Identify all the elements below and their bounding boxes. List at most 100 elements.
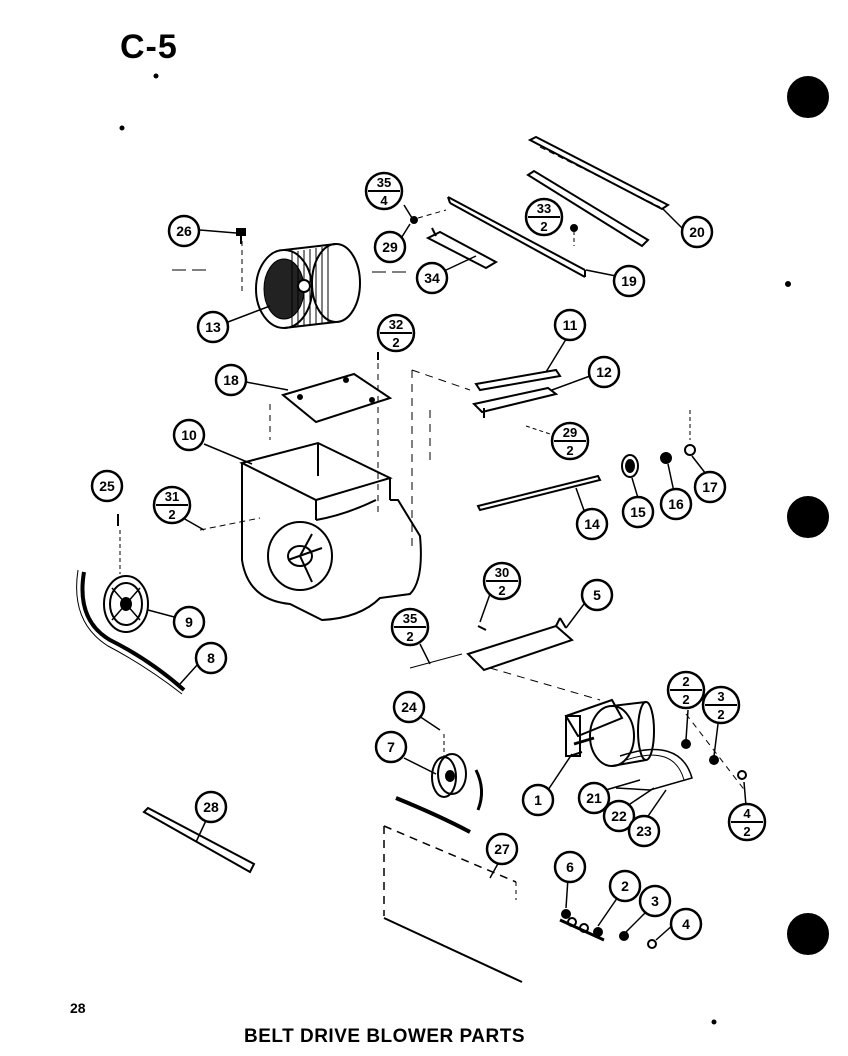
- motor-pulley-part-7: [395, 734, 483, 834]
- fraction-denominator: 4: [380, 193, 388, 208]
- callout-15: 15: [621, 495, 655, 529]
- screw-part-35-4: [403, 204, 447, 224]
- callout-24: 24: [392, 690, 426, 724]
- panel-part-27: [383, 825, 523, 983]
- callout-number: 23: [636, 823, 652, 839]
- fraction-numerator: 3: [717, 689, 724, 704]
- motor-part-1: [564, 698, 747, 793]
- callout-34: 34: [415, 261, 449, 295]
- fraction-numerator: 29: [563, 425, 577, 440]
- callout-number: 6: [566, 859, 574, 875]
- callout-number: 14: [584, 516, 600, 532]
- callout-14: 14: [575, 507, 609, 541]
- callout-9: 9: [172, 605, 206, 639]
- callout-11: 11: [553, 308, 587, 342]
- top-rail-part-20: [527, 135, 670, 211]
- callout-16: 16: [659, 487, 693, 521]
- fraction-callout-30-2: 302: [482, 561, 522, 601]
- callout-number: 18: [223, 372, 239, 388]
- side-rail-part-19: [447, 169, 650, 278]
- fraction-denominator: 2: [406, 629, 413, 644]
- callout-number: 20: [689, 224, 705, 240]
- rail-part-12: [471, 386, 559, 435]
- callout-6: 6: [553, 850, 587, 884]
- fraction-denominator: 2: [566, 443, 573, 458]
- callout-number: 5: [593, 587, 601, 603]
- callout-28: 28: [194, 790, 228, 824]
- fraction-numerator: 35: [377, 175, 391, 190]
- callout-2: 2: [608, 869, 642, 903]
- rail-part-11: [474, 368, 562, 392]
- fraction-numerator: 30: [495, 565, 509, 580]
- callout-26: 26: [167, 214, 201, 248]
- callout-19: 19: [612, 264, 646, 298]
- fraction-callout-3-2: 32: [701, 685, 741, 725]
- callout-21: 21: [577, 781, 611, 815]
- filter-part-28: [142, 806, 256, 874]
- fraction-callout-33-2: 332: [524, 197, 564, 237]
- fraction-denominator: 2: [498, 583, 505, 598]
- fraction-denominator: 2: [540, 219, 547, 234]
- page-caption: BELT DRIVE BLOWER PARTS: [244, 1026, 526, 1047]
- collar-part-16: [660, 452, 672, 464]
- callout-number: 10: [181, 427, 197, 443]
- fraction-numerator: 4: [743, 806, 751, 821]
- fraction-denominator: 2: [392, 335, 399, 350]
- fraction-callout-32-2: 322: [376, 313, 416, 353]
- callout-number: 8: [207, 650, 215, 666]
- callout-number: 1: [534, 792, 542, 808]
- callout-23: 23: [627, 814, 661, 848]
- callout-number: 34: [424, 270, 440, 286]
- callout-27: 27: [485, 832, 519, 866]
- fraction-numerator: 31: [165, 489, 179, 504]
- callout-number: 21: [586, 790, 602, 806]
- fraction-callout-29-2: 292: [550, 421, 590, 461]
- callout-number: 24: [401, 699, 417, 715]
- screw-part-26: [199, 228, 246, 244]
- fraction-callout-31-2: 312: [152, 485, 192, 525]
- callout-number: 9: [185, 614, 193, 630]
- callout-13: 13: [196, 310, 230, 344]
- callout-8: 8: [194, 641, 228, 675]
- callout-number: 2: [621, 878, 629, 894]
- belt-part-8: [76, 569, 186, 695]
- callout-number: 16: [668, 496, 684, 512]
- motor-bracket-part-5: [409, 617, 601, 701]
- top-panel-part-18: [269, 352, 393, 514]
- callout-17: 17: [693, 470, 727, 504]
- callout-number: 27: [494, 841, 510, 857]
- callout-number: 4: [682, 916, 690, 932]
- callout-22: 22: [602, 799, 636, 833]
- callout-1: 1: [521, 783, 555, 817]
- hardware-group-parts-2-6: [559, 909, 657, 949]
- callout-number: 25: [99, 478, 115, 494]
- callout-number: 19: [621, 273, 637, 289]
- page-number: 28: [70, 1000, 86, 1016]
- callout-18: 18: [214, 363, 248, 397]
- callout-number: 3: [651, 893, 659, 909]
- callout-4: 4: [669, 907, 703, 941]
- fraction-denominator: 2: [168, 507, 175, 522]
- fraction-callout-35-4: 354: [364, 171, 404, 211]
- fraction-callout-2-2: 22: [666, 670, 706, 710]
- shaft-part-14: [476, 474, 602, 512]
- callout-20: 20: [680, 215, 714, 249]
- screw-part-33-2: [570, 224, 578, 246]
- callout-number: 12: [596, 364, 612, 380]
- callout-12: 12: [587, 355, 621, 389]
- fraction-numerator: 32: [389, 317, 403, 332]
- callout-number: 26: [176, 223, 192, 239]
- callout-number: 28: [203, 799, 219, 815]
- bearing-part-15: [621, 454, 639, 478]
- callout-number: 11: [563, 317, 578, 333]
- callout-25: 25: [90, 469, 124, 503]
- callout-number: 22: [611, 808, 627, 824]
- page-section-label: C-5: [120, 28, 178, 66]
- fraction-denominator: 2: [717, 707, 724, 722]
- blower-wheel-part-13: [172, 241, 410, 329]
- callout-number: 13: [205, 319, 221, 335]
- fraction-callout-4-2: 42: [727, 802, 767, 842]
- bracket-part-34: [425, 227, 499, 270]
- pulley-part-9: [103, 514, 149, 633]
